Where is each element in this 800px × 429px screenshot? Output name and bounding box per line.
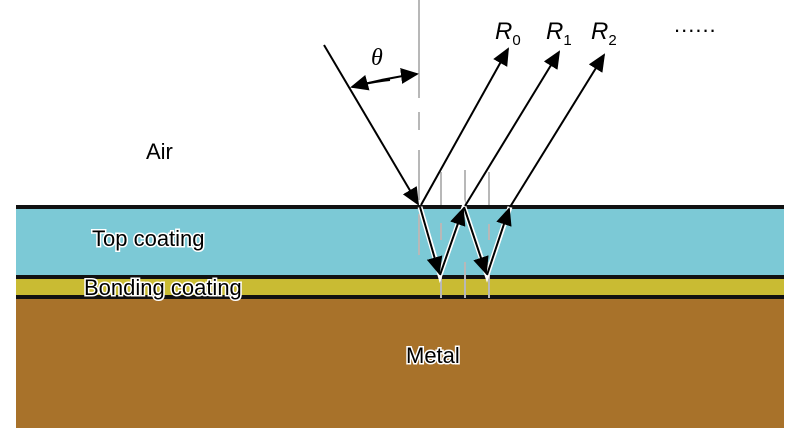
reflected-ray-r1 xyxy=(464,50,561,207)
reflected-ray-r0 xyxy=(420,47,509,206)
r1-label: R1 xyxy=(546,18,572,49)
ellipsis-label: ...... xyxy=(674,12,717,37)
incident-ray xyxy=(323,44,420,206)
bonding-coating-layer xyxy=(16,277,784,298)
internal-reflect-2 xyxy=(486,207,512,276)
top-coating-layer xyxy=(16,207,784,277)
angle-arc-start-arrow xyxy=(350,75,391,91)
r0-label: R0 xyxy=(495,18,521,49)
topcoat-bondcoat-interface xyxy=(16,275,784,279)
internal-reflect-1 xyxy=(439,207,466,276)
bondcoat-metal-interface xyxy=(16,295,784,299)
top-coating-label: Top coating xyxy=(92,226,205,251)
r2-label: R2 xyxy=(591,18,617,49)
reflected-ray-r2 xyxy=(509,53,606,208)
refracted-ray-2 xyxy=(463,206,489,275)
metal-layer xyxy=(16,298,784,428)
air-label: Air xyxy=(146,139,173,164)
metal-label: Metal xyxy=(406,343,460,368)
bonding-coating-label: Bonding coating xyxy=(84,275,242,300)
air-topcoat-interface xyxy=(16,205,784,209)
theta-label: θ xyxy=(371,45,383,71)
refracted-ray-1 xyxy=(419,206,443,275)
